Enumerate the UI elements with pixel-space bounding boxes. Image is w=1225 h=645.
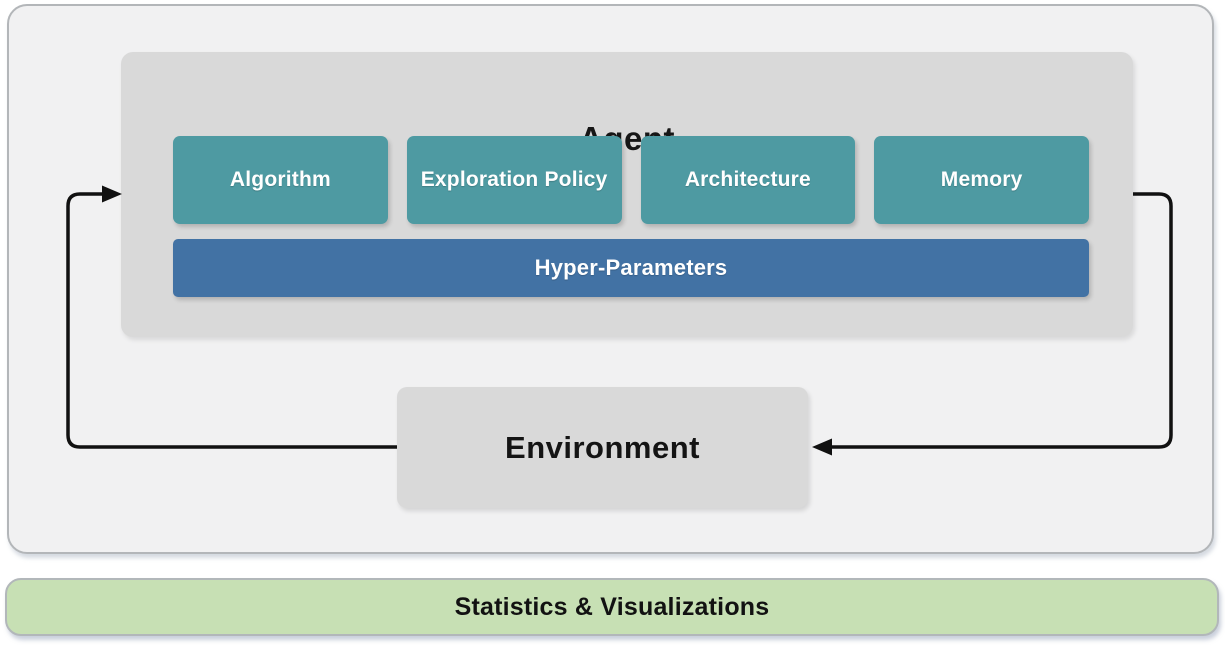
component-label: Algorithm [229,168,331,191]
component-box-algorithm: Algorithm [173,136,388,224]
component-label: Architecture [684,168,811,191]
environment-label: Environment [505,429,700,465]
hyper-parameters-label: Hyper-Parameters [534,255,728,280]
component-box-exploration-policy: Exploration Policy [406,136,622,224]
statistics-visualizations-bar: Statistics & Visualizations [5,578,1219,636]
component-box-architecture: Architecture [640,136,856,224]
agent-container: Agent Algorithm Exploration Policy Archi… [121,52,1133,337]
agent-components-row: Algorithm Exploration Policy Architectur… [173,136,1089,224]
component-box-memory: Memory [874,136,1089,224]
component-label: Exploration Policy [420,168,608,191]
statistics-visualizations-label: Statistics & Visualizations [454,592,770,621]
environment-box: Environment [397,387,808,508]
component-label: Memory [940,168,1023,191]
hyper-parameters-bar: Hyper-Parameters [173,239,1089,297]
